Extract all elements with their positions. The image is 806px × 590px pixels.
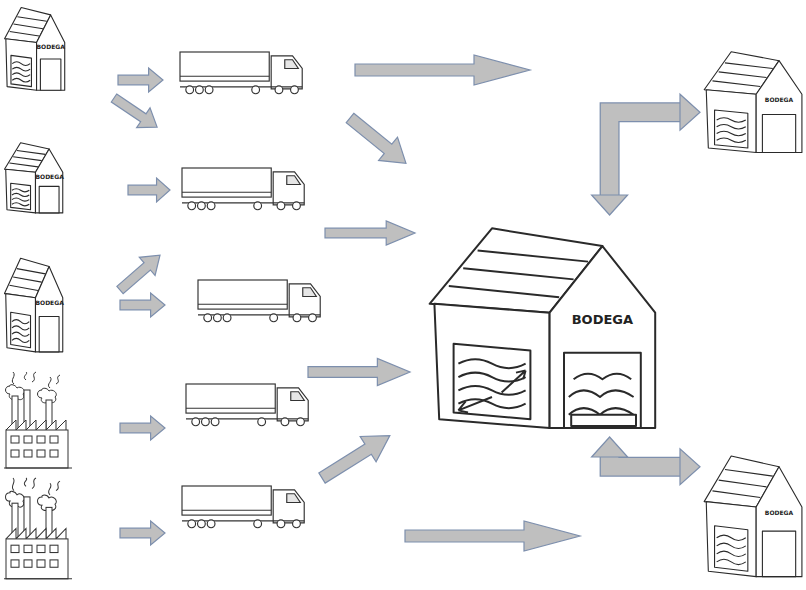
warehouse-node: BODEGA (2, 2, 66, 94)
warehouse-door (715, 110, 748, 148)
arrow-head (680, 94, 700, 130)
flow-arrow (120, 416, 165, 440)
front-door (762, 531, 795, 577)
warehouse-node: BODEGA (2, 252, 64, 356)
arrow-head (680, 449, 700, 485)
warehouse-front (35, 149, 62, 213)
warehouse-front (756, 61, 802, 153)
flow-arrow (120, 293, 165, 317)
warehouse-wall (706, 90, 756, 153)
flow-arrow (308, 359, 410, 386)
arrow-shaft (610, 112, 682, 197)
warehouse-door (11, 183, 31, 210)
truck-icon (186, 384, 308, 426)
door-lines (12, 189, 29, 206)
warehouse-front (550, 246, 656, 428)
door-lines (12, 320, 29, 343)
flow-arrow (314, 423, 398, 491)
flow-arrow (107, 88, 164, 137)
truck-icon (182, 486, 304, 528)
front-door (40, 59, 60, 90)
warehouse-label: BODEGA (37, 44, 65, 50)
warehouse-node: BODEGA (700, 45, 804, 157)
warehouse-outline (420, 215, 660, 437)
door-lines (717, 535, 746, 564)
arrow-head (592, 437, 628, 457)
flow-arrow (405, 521, 580, 551)
warehouse-wall (6, 294, 36, 352)
arrow-outline (610, 112, 682, 197)
warehouse-node: BODEGA (2, 138, 64, 216)
warehouse-front (756, 467, 802, 577)
arrow-outline (610, 455, 682, 467)
truck-icon (198, 280, 320, 322)
warehouse-front (37, 15, 65, 90)
front-door (762, 114, 795, 152)
factory-icon (4, 478, 72, 579)
block-arrow (592, 437, 700, 485)
front-door (39, 186, 59, 213)
warehouse-node: BODEGA (700, 448, 804, 582)
warehouse-wall (6, 169, 36, 213)
flow-arrow (341, 106, 416, 175)
warehouse-label: BODEGA (756, 97, 802, 103)
factory-icon (4, 372, 72, 468)
front-door (564, 353, 641, 428)
arrow-shaft (610, 455, 682, 467)
warehouse-wall (6, 39, 37, 91)
pallet (571, 415, 636, 426)
sacks (569, 374, 634, 415)
flow-arrow (120, 521, 165, 545)
warehouse-wall (706, 502, 756, 577)
flow-mark (502, 370, 526, 392)
warehouse-door (11, 312, 31, 347)
flow-arrow (325, 221, 415, 245)
arrow-head (592, 195, 628, 215)
front-door (39, 316, 59, 351)
flow-arrow (355, 55, 530, 85)
block-arrow (592, 94, 700, 215)
truck-icon (180, 52, 302, 94)
warehouse-door (11, 55, 31, 86)
warehouse-front (35, 267, 62, 352)
door-lines (458, 359, 525, 408)
flow-arrow (112, 246, 168, 299)
truck-icon (182, 168, 304, 210)
warehouse-door (454, 344, 531, 419)
flow-mark (458, 397, 492, 413)
warehouse-node: BODEGA (420, 215, 660, 437)
warehouse-label: BODEGA (35, 300, 62, 306)
door-lines (12, 62, 30, 82)
warehouse-label: BODEGA (756, 510, 802, 516)
door-lines (717, 118, 746, 143)
warehouse-label: BODEGA (35, 174, 62, 180)
warehouse-label: BODEGA (550, 313, 656, 326)
warehouse-door (715, 526, 748, 572)
flow-arrow (118, 68, 163, 92)
warehouse-wall (434, 304, 549, 428)
flow-arrow (128, 178, 170, 202)
